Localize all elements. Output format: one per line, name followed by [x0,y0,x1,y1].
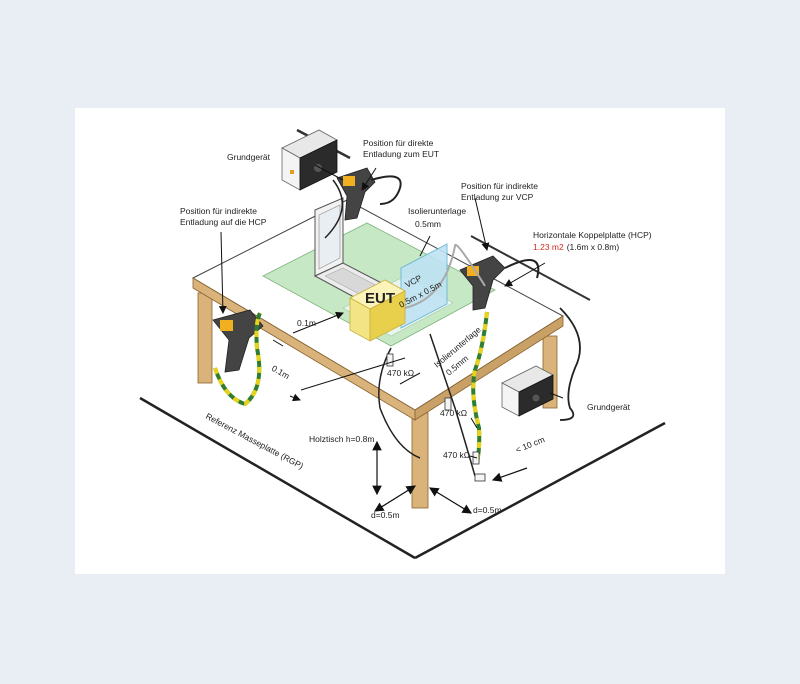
esd-setup-diagram: Grundgerät Position für direkte Entladun… [139,128,666,560]
label-pos-direct-line2: Entladung zum EUT [363,149,439,159]
label-d2: d=0.5m [473,505,502,515]
label-resistor-3: 470 kΩ [443,450,470,460]
label-lt10: < 10 cm [514,434,546,455]
ground-cables [213,311,489,464]
bleed-cables [324,179,581,477]
label-resistor-2: 470 kΩ [440,408,467,418]
label-pos-ind-vcp-line1: Position für indirekte [461,181,538,191]
label-pos-ind-hcp-line1: Position für indirekte [180,206,257,216]
label-pos-direct-line1: Position für direkte [363,138,434,148]
esd-gun-icon [336,167,402,221]
resistor-icon [474,473,486,482]
label-resistor-1: 470 kΩ [387,368,414,378]
label-eut: EUT [365,290,395,307]
label-pos-ind-hcp-line2: Entladung auf die HCP [180,217,267,227]
table-legs [197,292,558,509]
eut-box [349,279,406,342]
label-d1: d=0.5m [371,510,400,520]
label-holztisch: Holztisch h=0.8m [309,434,374,444]
generator-icon [281,128,351,191]
reference-ground-plane [139,396,666,560]
esd-gun-icon [404,235,591,311]
label-distance-1: 0.1m [297,318,316,328]
label-grundgeraet-bottom: Grundgerät [587,402,631,412]
label-isolier-top-line2: 0.5mm [415,219,441,229]
label-grundgeraet-top: Grundgerät [227,152,271,162]
label-hcp-dims: 1.23 m2(1.6m x 0.8m) [533,242,619,252]
label-pos-ind-vcp-line2: Entladung zur VCP [461,192,534,202]
diagram-panel: Grundgerät Position für direkte Entladun… [75,108,725,574]
label-hcp: Horizontale Koppelplatte (HCP) [533,230,652,240]
label-rgp: Referenz Masseplatte (RGP) [204,411,305,471]
label-isolier-top-line1: Isolierunterlage [408,206,466,216]
resistor-icon [386,353,394,367]
generator-icon [501,365,554,417]
esd-gun-icon [212,309,264,373]
resistor-icon [444,397,452,411]
label-distance-2: 0.1m [270,363,291,381]
callout-lines [218,164,564,514]
